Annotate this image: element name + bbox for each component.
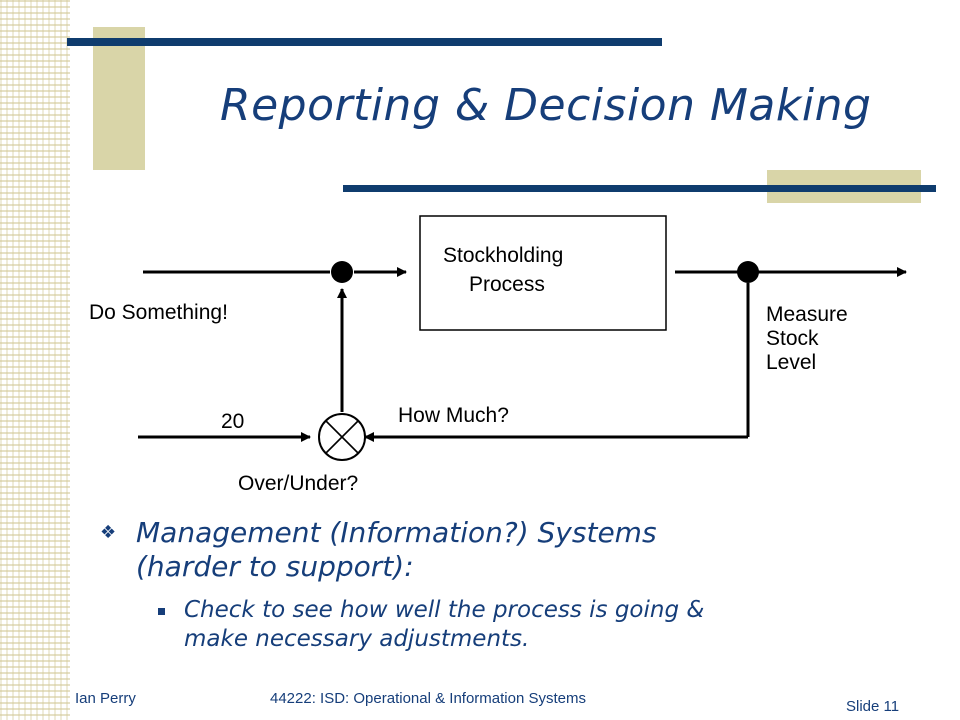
bullet-sub: Check to see how well the process is goi… xyxy=(158,596,920,654)
how-much-label: How Much? xyxy=(398,404,509,427)
decorative-top-bar xyxy=(67,38,662,46)
summing-junction-input xyxy=(331,261,353,283)
box-label-line2: Process xyxy=(469,273,545,296)
decorative-tan-block-top xyxy=(93,27,145,170)
footer-slide-number: Slide 11 xyxy=(846,698,900,715)
bullet-list: ❖ Management (Information?) Systems (har… xyxy=(100,516,920,654)
setpoint-label: 20 xyxy=(221,410,244,433)
decorative-stripes xyxy=(0,0,70,720)
measure-label-line3: Level xyxy=(766,351,816,374)
stockholding-process-box xyxy=(419,215,667,331)
box-label-line1: Stockholding xyxy=(443,244,563,267)
square-bullet-icon xyxy=(158,608,165,615)
footer-author: Ian Perry xyxy=(75,690,136,707)
bullet-main-line1: Management (Information?) Systems xyxy=(136,516,657,549)
measure-label-line1: Measure xyxy=(766,303,848,326)
do-something-label: Do Something! xyxy=(89,301,228,324)
comparator-cross-b xyxy=(325,420,359,454)
measure-label-line2: Stock xyxy=(766,327,819,350)
slide-title: Reporting & Decision Making xyxy=(220,80,872,131)
bullet-main-line2: (harder to support): xyxy=(136,550,414,583)
bullet-sub-line2: make necessary adjustments. xyxy=(184,626,530,652)
decorative-bottom-bar xyxy=(343,185,936,192)
bullet-main: ❖ Management (Information?) Systems (har… xyxy=(100,516,920,584)
over-under-label: Over/Under? xyxy=(238,472,358,495)
bullet-sub-line1: Check to see how well the process is goi… xyxy=(184,597,705,623)
diamond-bullet-icon: ❖ xyxy=(100,522,117,543)
footer-course: 44222: ISD: Operational & Information Sy… xyxy=(270,690,586,707)
measure-takeoff-point xyxy=(737,261,759,283)
